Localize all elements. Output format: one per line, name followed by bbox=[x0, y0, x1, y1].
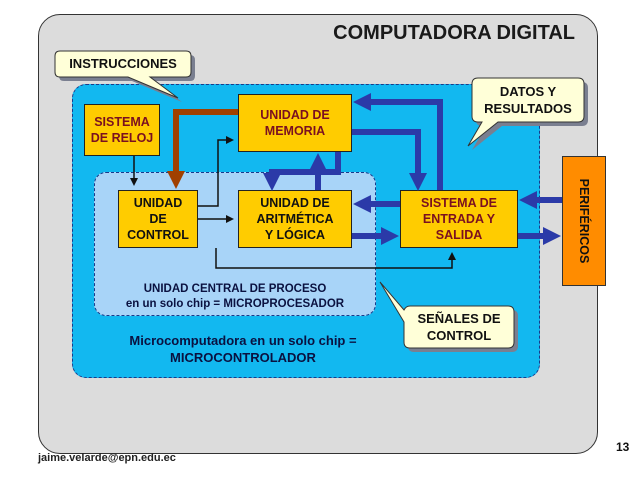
instruction-path-arrow bbox=[167, 109, 238, 189]
peripherals-block: PERIFÉRICOS bbox=[562, 156, 606, 286]
instrucciones-callout-text: INSTRUCCIONES bbox=[69, 56, 177, 71]
senales-control-callout bbox=[379, 281, 518, 352]
io-system-block: SISTEMA DE ENTRADA Y SALIDA bbox=[400, 190, 518, 248]
control-to-io-line bbox=[215, 248, 456, 269]
slide-title: COMPUTADORA DIGITAL bbox=[333, 22, 575, 44]
control-to-memory-line bbox=[198, 136, 234, 207]
datos-resultados-callout-text: DATOS Y RESULTADOS bbox=[484, 84, 572, 116]
senales-control-callout-text: SEÑALES DE CONTROL bbox=[417, 311, 501, 343]
memory-unit-block: UNIDAD DE MEMORIA bbox=[238, 94, 352, 152]
instrucciones-callout bbox=[54, 50, 195, 102]
memory-to-io-arrow bbox=[352, 129, 427, 191]
footer-email: jaime.velarde@epn.edu.ec bbox=[38, 452, 176, 464]
cpu-area-label: UNIDAD CENTRAL DE PROCESO en un solo chi… bbox=[125, 283, 345, 310]
datos-resultados-callout bbox=[467, 77, 588, 150]
control-unit-block: UNIDAD DE CONTROL bbox=[118, 190, 198, 248]
clock-system-block: SISTEMA DE RELOJ bbox=[84, 104, 160, 156]
alu-block: UNIDAD DE ARITMÉTICA Y LÓGICA bbox=[238, 190, 352, 248]
page-number: 13 bbox=[616, 440, 630, 454]
io-to-memory-arrow bbox=[353, 93, 443, 190]
memory-to-alu-arrow bbox=[263, 152, 341, 191]
mcu-area-label: Microcomputadora en un solo chip = MICRO… bbox=[129, 333, 357, 365]
